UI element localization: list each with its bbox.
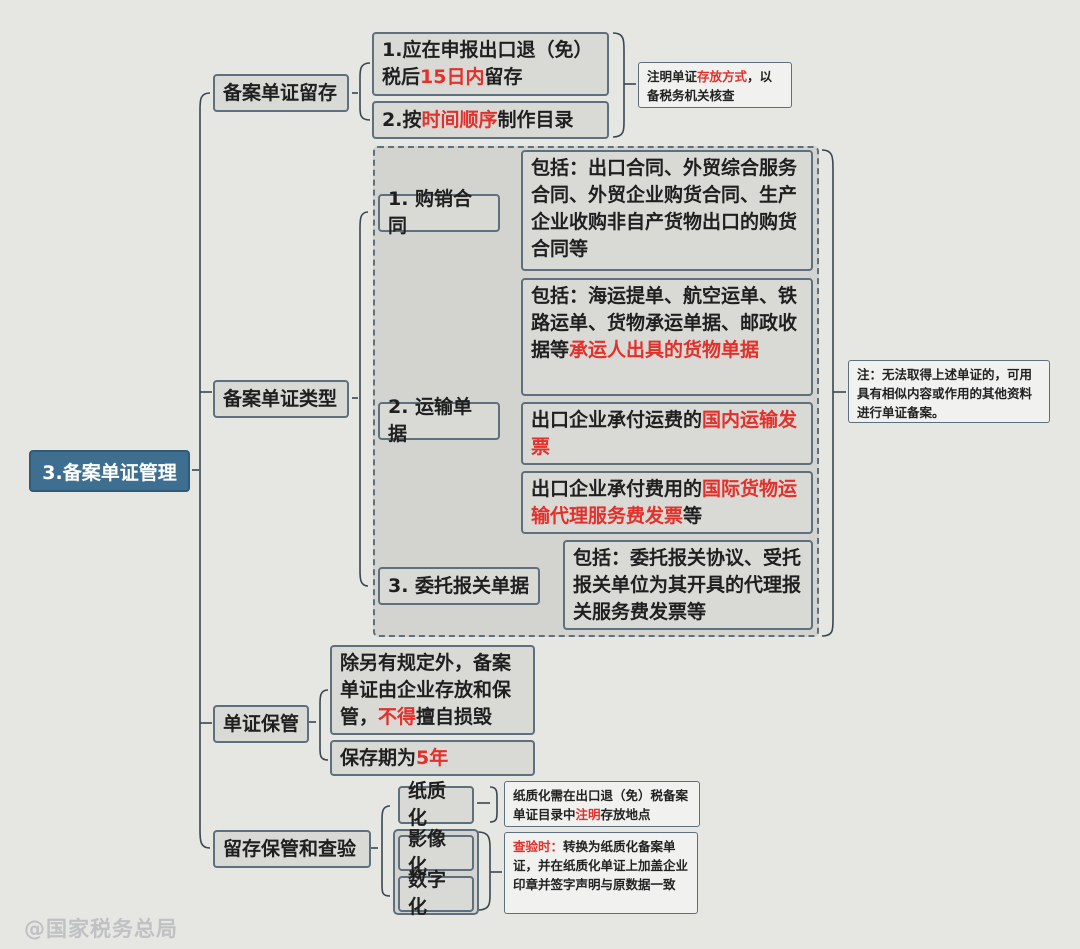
form-paper: 纸质化	[398, 780, 474, 829]
form-image: 影像化	[398, 828, 474, 877]
section-4-label: 留存保管和查验	[223, 837, 357, 860]
type-3-detail-1: 包括：委托报关协议、受托报关单位为其开具的代理报关服务费发票等	[563, 540, 813, 630]
root-node: 3.备案单证管理	[29, 450, 190, 492]
section-2-label: 备案单证类型	[223, 387, 338, 410]
type-1-detail-1: 包括：出口合同、外贸综合服务合同、外贸企业购货合同、生产企业收购非自产货物出口的…	[521, 150, 813, 271]
type-1-node: 1. 购销合同	[378, 188, 500, 237]
watermark: @国家税务总局	[24, 917, 178, 941]
section-1-item-2: 2.按时间顺序制作目录	[372, 101, 609, 139]
section-1-label: 备案单证留存	[223, 81, 338, 104]
section-3-node: 单证保管	[213, 705, 309, 743]
type-2-detail-1: 包括：海运提单、航空运单、铁路运单、货物承运单据、邮政收据等承运人出具的货物单据	[521, 278, 813, 396]
form-digital: 数字化	[398, 869, 474, 918]
section-3-item-2: 保存期为5年	[330, 740, 535, 776]
type-2-detail-2: 出口企业承付运费的国内运输发票	[521, 402, 813, 465]
section-1-item-1: 1.应在申报出口退（免）税后15日内留存	[372, 32, 609, 96]
section-3-item-1: 除另有规定外，备案单证由企业存放和保管，不得擅自损毁	[330, 645, 535, 735]
type-3-node: 3. 委托报关单据	[378, 567, 540, 605]
section-4-node: 留存保管和查验	[213, 830, 371, 868]
section-1-note: 注明单证存放方式，以备税务机关核查	[638, 62, 792, 108]
section-1-node: 备案单证留存	[213, 74, 349, 112]
section-2-note: 注：无法取得上述单证的，可用具有相似内容或作用的其他资料进行单证备案。	[848, 360, 1050, 423]
section-4-note-1: 纸质化需在出口退（免）税备案单证目录中注明存放地点	[504, 781, 700, 827]
section-2-node: 备案单证类型	[213, 380, 349, 418]
root-label: 3.备案单证管理	[42, 461, 177, 484]
section-3-label: 单证保管	[223, 712, 300, 735]
type-2-detail-3: 出口企业承付费用的国际货物运输代理服务费发票等	[521, 471, 813, 534]
type-2-node: 2. 运输单据	[378, 396, 500, 445]
section-4-note-2: 查验时：转换为纸质化备案单证，并在纸质化单证上加盖企业印章并签字声明与原数据一致	[504, 832, 698, 914]
